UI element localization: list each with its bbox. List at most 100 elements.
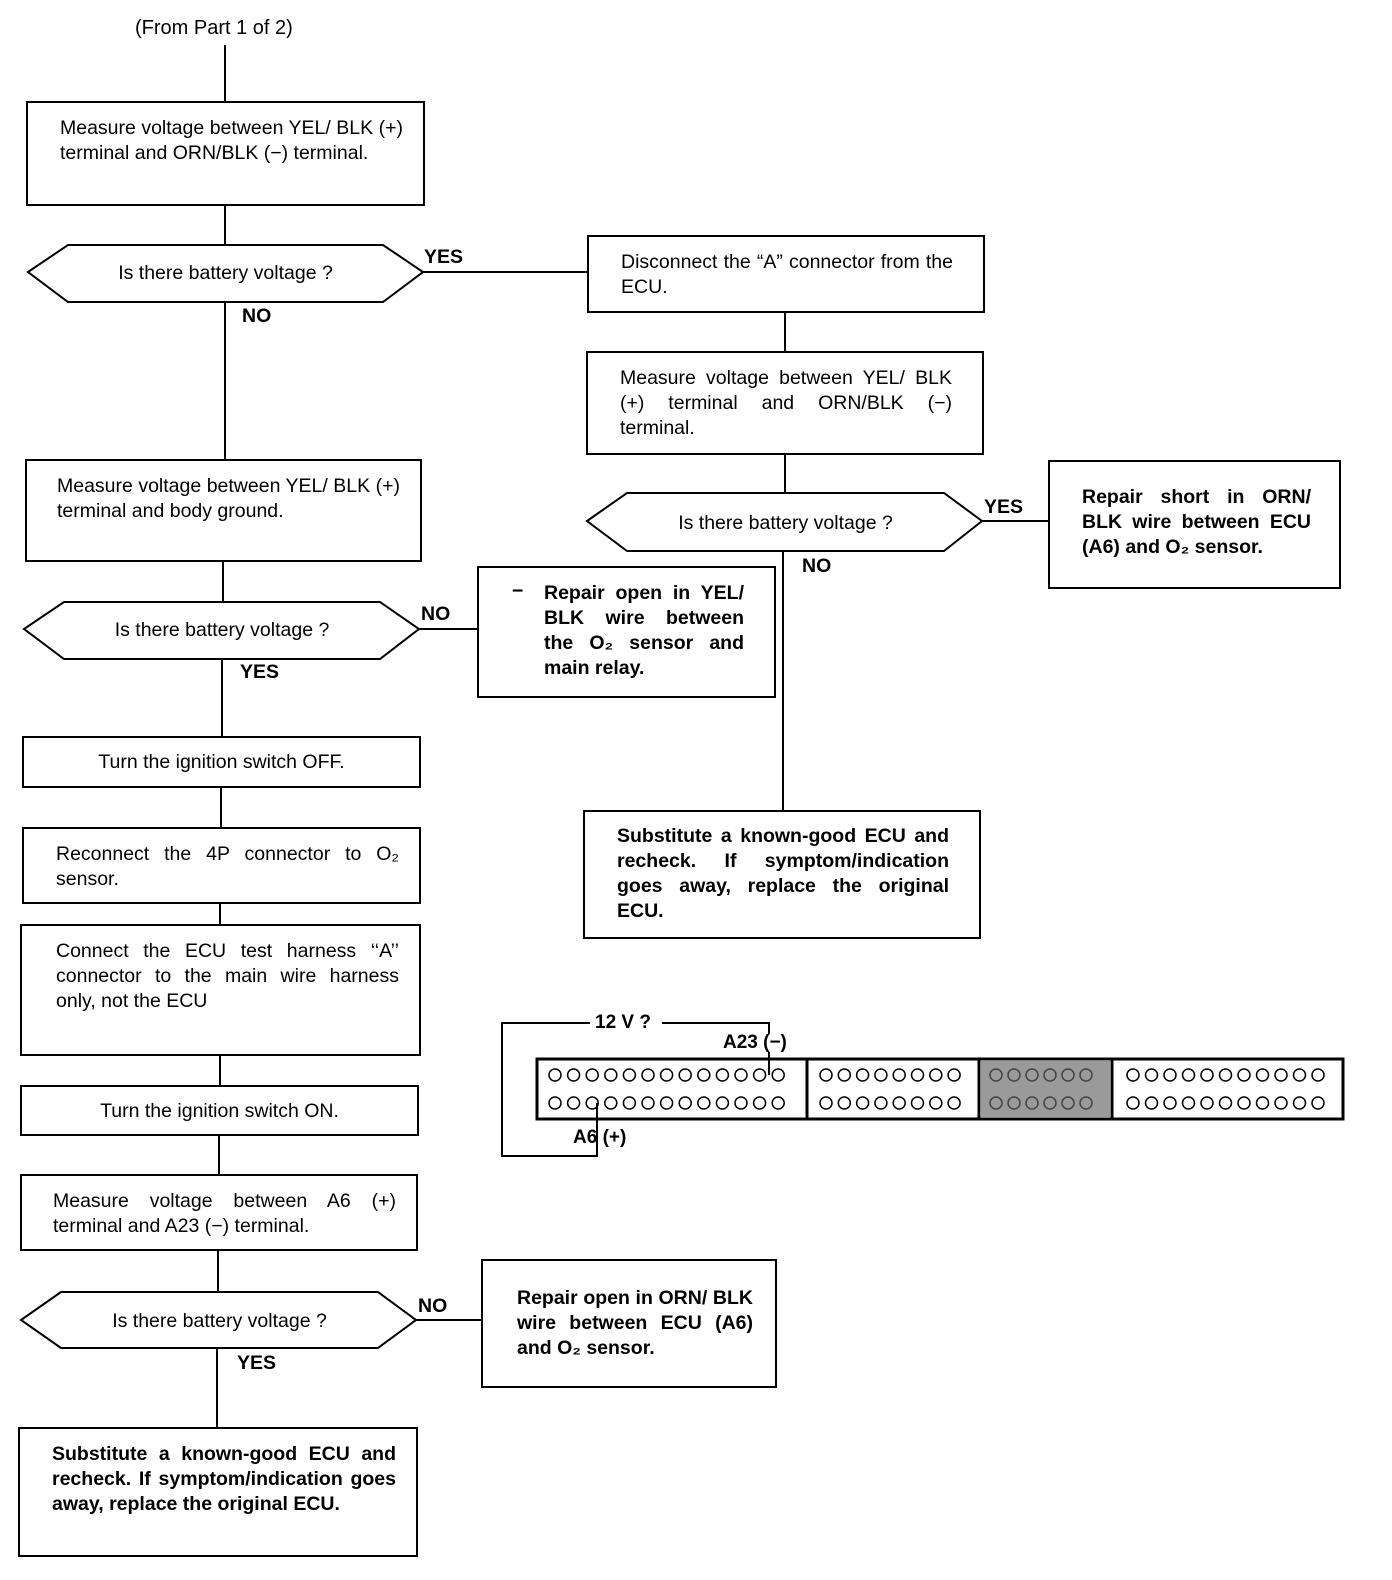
connector-pin [715, 1068, 730, 1082]
decision-1-no: NO [242, 305, 272, 327]
from-part-label: (From Part 1 of 2) [135, 17, 293, 39]
connector-pin [622, 1068, 637, 1082]
step-measure-yel-orn-right: Measure voltage between YEL/ BLK (+) ter… [586, 351, 984, 455]
connector-pin [892, 1096, 906, 1110]
step-measure-yel-orn: Measure voltage between YEL/ BLK (+) ter… [26, 101, 425, 206]
connector-pin [1181, 1068, 1196, 1082]
connector-pin [837, 1068, 852, 1082]
result-repair-open-orn-blk: Repair open in ORN/ BLK wire between ECU… [481, 1259, 777, 1388]
connector-pin [1200, 1068, 1214, 1082]
connector-pin [641, 1068, 655, 1082]
connector-pin [622, 1096, 637, 1110]
connector-pin [752, 1068, 767, 1082]
step-measure-yel-ground: Measure voltage between YEL/ BLK (+) ter… [25, 459, 422, 562]
connector-pin [1126, 1096, 1140, 1110]
result-substitute-ecu-right: Substitute a known-good ECU and recheck.… [583, 810, 981, 939]
result-substitute-ecu-left: Substitute a known-good ECU and recheck.… [18, 1427, 418, 1557]
connector-pin [659, 1096, 674, 1110]
connector-pin [989, 1096, 1003, 1110]
connector-pin [1274, 1068, 1288, 1082]
decision-question-2: Is there battery voltage ? [114, 619, 330, 641]
connector-pin [604, 1096, 618, 1110]
decision-2-yes: YES [240, 661, 280, 683]
connector-pin [659, 1068, 674, 1082]
connector-pin [819, 1068, 833, 1082]
connector-pin [1255, 1096, 1270, 1110]
connector-pin [566, 1096, 581, 1110]
meter-lead [501, 1022, 598, 1157]
connector-pin [989, 1068, 1003, 1082]
connector-pin [771, 1096, 785, 1110]
connector-pin [1061, 1096, 1075, 1110]
result-repair-open-yel-blk: Repair open in YEL/ BLK wire between the… [477, 566, 776, 698]
connector-pin [1144, 1096, 1159, 1110]
connector-pin [1311, 1096, 1325, 1110]
connector-pin [1255, 1068, 1270, 1082]
decision-diamond-1 [26, 244, 425, 303]
connector-pin [641, 1096, 655, 1110]
connector-pin [734, 1096, 748, 1110]
connector-pin [1144, 1068, 1159, 1082]
connector-pin [678, 1096, 692, 1110]
connector-pin [697, 1068, 711, 1082]
connector-pin [752, 1096, 767, 1110]
connector-pin [585, 1068, 599, 1082]
decision-diamond-right [585, 492, 984, 552]
connector-pin [1025, 1096, 1039, 1110]
connector-pin [910, 1096, 925, 1110]
connector-pin [874, 1068, 888, 1082]
step-connect-test-harness: Connect the ECU test harness ‘‘A’’ conne… [20, 924, 421, 1056]
connector-pin [734, 1068, 748, 1082]
connector-pin [1079, 1068, 1093, 1082]
connector-pin [1311, 1068, 1325, 1082]
connector-pin [1237, 1096, 1251, 1110]
a23-terminal-label: A23 (−) [723, 1032, 787, 1053]
connector-pin [1079, 1096, 1093, 1110]
connector-pin [1200, 1096, 1214, 1110]
connector-pin [604, 1068, 618, 1082]
step-ignition-on: Turn the ignition switch ON. [20, 1085, 419, 1136]
ecu-connector-diagram [501, 1022, 1345, 1157]
connector-pin [1043, 1096, 1057, 1110]
connector-pin [1218, 1096, 1233, 1110]
connector-pin [929, 1096, 943, 1110]
connector-pin [585, 1096, 599, 1110]
connector-pin [1274, 1096, 1288, 1110]
step-reconnect-4p: Reconnect the 4P connector to O₂ sensor. [22, 827, 421, 904]
connector-pin [771, 1068, 785, 1082]
decision-2-no: NO [421, 603, 451, 625]
connector-pin [874, 1096, 888, 1110]
decision-3-yes: YES [237, 1352, 277, 1374]
connector-pin [715, 1096, 730, 1110]
repair-bullet-dash: − [512, 580, 524, 602]
decision-1-yes: YES [424, 246, 464, 268]
connector-pin [929, 1068, 943, 1082]
connector-pin [947, 1068, 961, 1082]
connector-pin [1292, 1068, 1307, 1082]
shaded-pin-block [981, 1061, 1110, 1117]
step-measure-a6-a23: Measure voltage between A6 (+) terminal … [20, 1174, 418, 1251]
decision-question-right: Is there battery voltage ? [678, 512, 893, 534]
connector-pin [1163, 1068, 1177, 1082]
connector-pin [1181, 1096, 1196, 1110]
decision-diamond-3 [19, 1291, 418, 1349]
connector-pin [1292, 1096, 1307, 1110]
decision-diamond-2 [22, 601, 421, 660]
connector-pin [819, 1096, 833, 1110]
decision-question-1: Is there battery voltage ? [118, 262, 333, 284]
connector-pin [548, 1068, 562, 1082]
connector-pin [1061, 1068, 1075, 1082]
connector-pin [892, 1068, 906, 1082]
connector-pin [947, 1096, 961, 1110]
connector-pin [1007, 1068, 1021, 1082]
decision-question-3: Is there battery voltage ? [112, 1310, 327, 1332]
a6-terminal-label: A6 (+) [573, 1127, 627, 1148]
connector-pin [837, 1096, 852, 1110]
connector-pin [910, 1068, 925, 1082]
connector-pin [1007, 1096, 1021, 1110]
meter-voltage-label: 12 V ? [593, 1012, 653, 1034]
connector-pin [855, 1096, 870, 1110]
connector-pin [1126, 1068, 1140, 1082]
meter-lead-neg [662, 1022, 770, 1034]
